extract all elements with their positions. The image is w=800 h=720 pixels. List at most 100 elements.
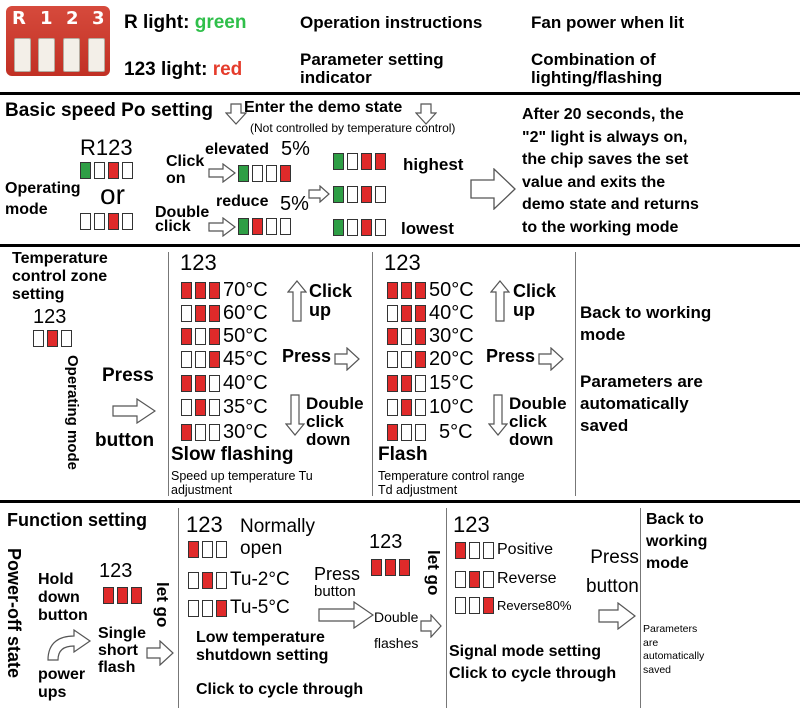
led-1 xyxy=(181,375,192,392)
led-r xyxy=(238,218,249,235)
tu-temp-40: 40°C xyxy=(223,372,268,394)
led-3 xyxy=(209,424,220,441)
led-1 xyxy=(347,219,358,236)
led-2 xyxy=(266,165,277,182)
led-row-reverse80: Reverse80% xyxy=(455,597,571,614)
func-digits-2: 123 xyxy=(186,512,223,537)
reverse-text: Reverse xyxy=(497,570,557,587)
after-line-3: the chip saves the set xyxy=(522,151,689,168)
signal-press-button: Press button xyxy=(586,543,639,601)
l123-label: 123 light: xyxy=(124,59,208,80)
let-go-2: let go xyxy=(424,550,443,596)
td-double-text: Double xyxy=(509,394,567,413)
td-adjustment: Temperature control range Td adjustment xyxy=(378,469,525,497)
right-arrow-icon xyxy=(208,163,236,183)
reduce-label: reduce xyxy=(216,193,269,210)
led-2 xyxy=(361,219,372,236)
func-params-line1: Parameters xyxy=(643,623,698,635)
led-row-op2 xyxy=(80,213,136,230)
led-3 xyxy=(122,162,133,179)
td-temp-50: 50°C xyxy=(429,279,474,301)
vline-func-3 xyxy=(640,508,641,708)
td-down-text: down xyxy=(509,430,554,449)
func-digits-3: 123 xyxy=(369,531,403,553)
led-1 xyxy=(252,218,263,235)
td-click2-text: click xyxy=(509,412,547,431)
curved-arrow-icon xyxy=(47,628,92,661)
not-controlled-note: (Not controlled by temperature control) xyxy=(250,121,456,135)
led-2 xyxy=(401,305,412,322)
led-1 xyxy=(181,282,192,299)
click-cycle-1: Click to cycle through xyxy=(196,681,364,698)
power-ups: power ups xyxy=(38,666,85,702)
led-2 xyxy=(401,282,412,299)
normally-text: Normally xyxy=(240,516,315,537)
down-arrow-icon xyxy=(285,394,305,436)
td-row-30: 30°C xyxy=(387,325,474,348)
led-3 xyxy=(415,399,426,416)
tu-click-up: Click up xyxy=(309,282,352,320)
low-temp-shutdown: Low temperature shutdown setting xyxy=(196,629,328,665)
let-go-1: let go xyxy=(153,582,172,628)
temp-press: Press xyxy=(102,365,154,386)
led-1 xyxy=(181,351,192,368)
power-line1: power xyxy=(38,666,86,683)
tu-adjustment: Speed up temperature Tu adjustment xyxy=(171,469,313,497)
led-1 xyxy=(188,571,199,589)
tu-row-70: 70°C xyxy=(181,279,268,302)
led-1 xyxy=(371,559,382,576)
td-press: Press xyxy=(486,346,536,366)
led-1 xyxy=(181,328,192,345)
led-2 xyxy=(469,570,480,588)
param-indicator-line1: Parameter setting xyxy=(300,50,444,69)
led-1 xyxy=(347,186,358,203)
led-3 xyxy=(415,351,426,368)
led-3 xyxy=(209,305,220,322)
five-pct-up: 5% xyxy=(281,138,310,160)
td-double-click-down: Double click down xyxy=(509,395,567,449)
led-1 xyxy=(387,351,398,368)
func-back-working: Back to working mode xyxy=(646,509,707,575)
func-back-line2: working xyxy=(646,533,708,550)
led-3 xyxy=(415,305,426,322)
td-click-text: Click xyxy=(513,281,557,301)
td-row-5: 5°C xyxy=(387,421,473,444)
down-arrow-icon xyxy=(225,103,247,125)
led-1 xyxy=(188,599,199,617)
led-1 xyxy=(181,305,192,322)
hold-down-button: Hold down button xyxy=(38,571,88,625)
led-1 xyxy=(455,541,466,559)
led-row-func-hold xyxy=(103,587,145,604)
led-row-positive: Positive xyxy=(455,541,553,559)
pcb-label-3: 3 xyxy=(92,8,105,29)
params-line1: Parameters are xyxy=(580,372,703,391)
led-row-normally xyxy=(188,541,230,558)
td-digits: 123 xyxy=(384,250,421,275)
led-r xyxy=(333,186,344,203)
signal-press-text: Press xyxy=(590,547,639,568)
led-row-temp-op xyxy=(33,330,75,347)
led-2 xyxy=(117,587,128,604)
reverse80-text: Reverse80% xyxy=(497,598,572,613)
led-1 xyxy=(94,213,105,230)
tu2-text: Tu-2°C xyxy=(230,569,290,590)
on-text: on xyxy=(166,170,186,187)
td-temp-30: 30°C xyxy=(429,325,474,347)
down-arrow-icon xyxy=(488,394,508,436)
led-3 xyxy=(280,218,291,235)
led-2 xyxy=(361,153,372,170)
led-1 xyxy=(347,153,358,170)
led-2 xyxy=(195,399,206,416)
tu-double-text: Double xyxy=(306,394,364,413)
temp-digits: 123 xyxy=(33,306,67,328)
led-2 xyxy=(385,559,396,576)
normally-open: Normally open xyxy=(240,516,315,560)
led-3 xyxy=(122,213,133,230)
low-temp-line1: Low temperature xyxy=(196,629,325,646)
single-line3: flash xyxy=(98,659,136,676)
combination: Combination of lighting/flashing xyxy=(531,51,662,87)
up-arrow-icon xyxy=(287,280,307,322)
led-2 xyxy=(195,328,206,345)
led-row-reverse: Reverse xyxy=(455,570,557,588)
func-params-line2: are xyxy=(643,636,659,649)
